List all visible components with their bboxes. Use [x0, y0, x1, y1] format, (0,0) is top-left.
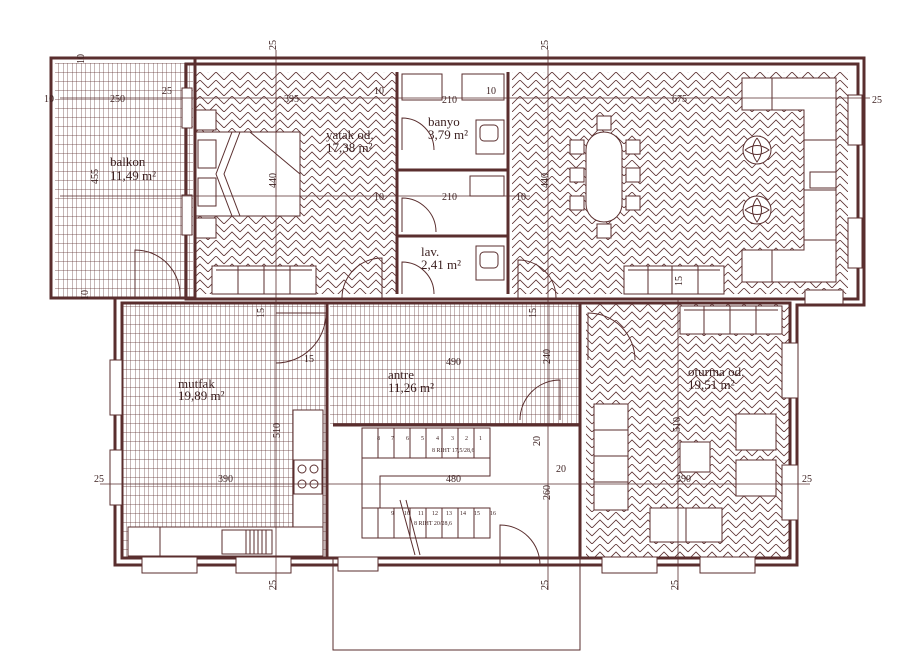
dim-440-living: 440	[540, 173, 551, 188]
dim-top-10: 10	[76, 54, 87, 64]
dim-390-right: 390	[676, 474, 691, 485]
dim-390-left: 390	[218, 474, 233, 485]
dim-10-bath: 10	[374, 86, 384, 97]
wardrobe-living	[679, 305, 783, 335]
dim-15-c: 15	[304, 354, 314, 365]
banyo-name: banyo	[428, 114, 460, 129]
outer-walls	[49, 56, 866, 651]
svg-text:8: 8	[377, 436, 380, 442]
kitchen-counter	[127, 409, 324, 557]
mutfak-area: 19,89 m²	[178, 388, 225, 403]
svg-text:12: 12	[432, 511, 438, 517]
dim-25-bot-2: 25	[540, 580, 551, 590]
balkon-area: 11,49 m²	[110, 168, 156, 183]
svg-text:3: 3	[451, 436, 454, 442]
dim-25-bot-1: 25	[268, 580, 279, 590]
dim-10-lav-r: 10	[516, 192, 526, 203]
wardrobe-bedroom	[211, 265, 317, 295]
dim-10-bottom-left: 10	[80, 290, 91, 300]
dim-250: 250	[110, 94, 125, 105]
dim-440-bed: 440	[268, 173, 279, 188]
living-furniture	[593, 403, 777, 543]
stair-step-numbers-lower: 9 10 11 12 13 14 15 16	[391, 511, 496, 517]
dim-20-b: 20	[556, 464, 566, 475]
dim-15-b: 15	[528, 308, 539, 318]
stair-lower-label: 8 RIHT 20/28,6	[414, 521, 452, 527]
svg-text:4: 4	[436, 436, 439, 442]
dim-240: 240	[542, 349, 553, 364]
dim-15-a: 15	[256, 308, 267, 318]
dimensions: 10 10 250 25 395 10 210 10 675 25 455 44…	[44, 40, 882, 590]
balkon-floor	[55, 63, 193, 298]
antre-floor	[330, 303, 580, 425]
antre-name: antre	[388, 367, 414, 382]
oturma-area: 19,51 m²	[688, 377, 735, 392]
mutfak-name: mutfak	[178, 376, 215, 391]
stair-upper-label: 8 RIHT 17,5/28,6	[432, 448, 475, 454]
svg-text:11: 11	[418, 511, 424, 517]
bed	[195, 109, 301, 239]
svg-text:2: 2	[465, 436, 468, 442]
dim-510-living: 510	[672, 417, 683, 432]
dim-25-top-1: 25	[268, 40, 279, 50]
dim-260: 260	[542, 485, 553, 500]
svg-text:7: 7	[391, 436, 394, 442]
svg-text:1: 1	[479, 436, 482, 442]
dim-675: 675	[672, 94, 687, 105]
svg-text:14: 14	[460, 511, 466, 517]
dim-25-top-2: 25	[540, 40, 551, 50]
dim-395: 395	[284, 94, 299, 105]
dim-210-top: 210	[442, 95, 457, 106]
banyo-area: 3,79 m²	[428, 127, 468, 142]
dim-15-right: 15	[674, 276, 685, 286]
doors	[134, 117, 636, 566]
svg-text:15: 15	[474, 511, 480, 517]
lav-area: 2,41 m²	[421, 257, 461, 272]
staircase	[361, 427, 491, 556]
dim-10-lav: 10	[374, 192, 384, 203]
svg-text:6: 6	[406, 436, 409, 442]
dim-480: 480	[446, 474, 461, 485]
axis-lines	[60, 50, 870, 590]
dim-490: 490	[446, 357, 461, 368]
yatak-area: 17,38 m²	[326, 140, 373, 155]
dim-510-kitchen: 510	[272, 423, 283, 438]
dim-455: 455	[90, 169, 101, 184]
plant-icons	[742, 135, 772, 225]
balkon-name: balkon	[110, 154, 146, 169]
dim-25-right: 25	[872, 95, 882, 106]
dim-25-bot-3: 25	[670, 580, 681, 590]
bath-fixtures	[401, 73, 505, 281]
dining-table	[569, 115, 641, 239]
svg-text:10: 10	[404, 511, 410, 517]
antre-area: 11,26 m²	[388, 380, 434, 395]
svg-text:13: 13	[446, 511, 452, 517]
dim-left-10: 10	[44, 94, 54, 105]
lav-name: lav.	[421, 244, 439, 259]
dim-210-mid: 210	[442, 192, 457, 203]
windows	[109, 87, 863, 574]
sofa-corner	[741, 77, 837, 283]
dim-20-a: 20	[532, 436, 543, 446]
dim-10-bath-r: 10	[486, 86, 496, 97]
dim-25-left: 25	[94, 474, 104, 485]
dim-25: 25	[162, 86, 172, 97]
tv-unit-top	[623, 265, 725, 295]
stair-step-numbers-upper: 8 7 6 5 4 3 2 1	[377, 436, 482, 442]
dim-25-right-b: 25	[802, 474, 812, 485]
oturma-name: oturma od.	[688, 364, 744, 379]
svg-text:5: 5	[421, 436, 424, 442]
svg-text:16: 16	[490, 511, 496, 517]
yatak-name: yatak od.	[326, 127, 374, 142]
svg-text:9: 9	[391, 511, 394, 517]
